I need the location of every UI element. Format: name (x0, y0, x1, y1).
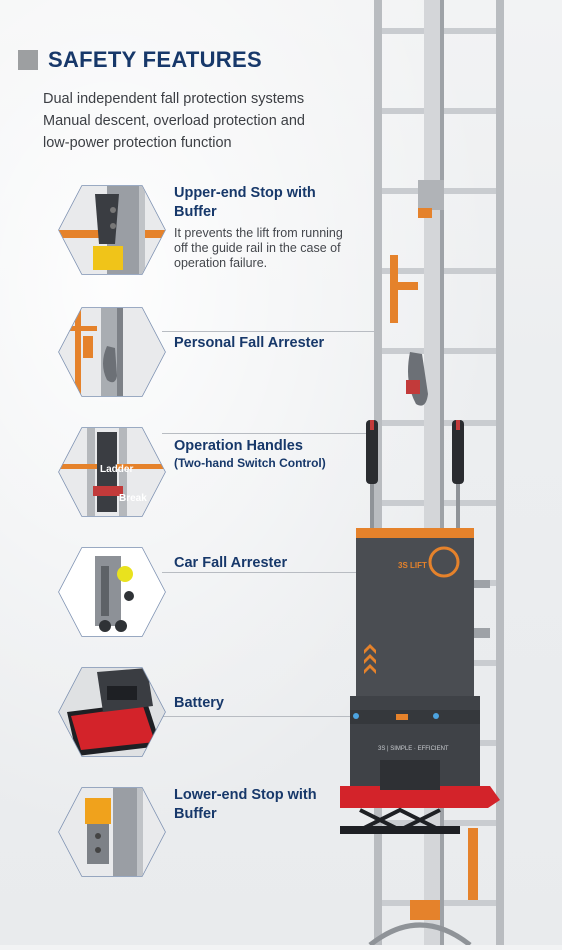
battery-icon (57, 666, 167, 758)
feature-operation-handles: Ladder Break Operation Handles (Two-hand… (57, 426, 407, 518)
car-fall-arrester-icon (57, 546, 167, 638)
intro-line: Manual descent, overload protection and (43, 113, 305, 129)
intro-text: Dual independent fall protection systems… (43, 88, 363, 154)
feature-battery: Battery (57, 666, 407, 758)
lift-machine-illustration: 3S LIFT 3S | SIMPLE · EFFICIENT (340, 0, 562, 947)
machine-plate: 3S | SIMPLE · EFFICIENT (378, 746, 449, 752)
lower-stop-icon (57, 786, 167, 878)
connector-line (162, 716, 357, 717)
feature-lower-stop: Lower-end Stop with Buffer (57, 786, 407, 878)
feature-title: Operation Handles (174, 438, 303, 454)
feature-subtitle: (Two-hand Switch Control) (174, 456, 326, 470)
handle-label-break: Break (119, 493, 147, 504)
feature-car-fall-arrester: Car Fall Arrester (57, 546, 407, 638)
intro-line: Dual independent fall protection systems (43, 91, 305, 107)
feature-title: Upper-end Stop with Buffer (174, 185, 316, 220)
header-square-icon (18, 50, 38, 70)
section-header: SAFETY FEATURES (18, 47, 262, 73)
upper-stop-icon (57, 184, 167, 276)
connector-line (162, 331, 377, 332)
connector-line (162, 433, 377, 434)
personal-fall-arrester-icon (57, 306, 167, 398)
intro-line: low-power protection function (43, 135, 232, 151)
feature-upper-stop: Upper-end Stop with Buffer It prevents t… (57, 184, 407, 276)
feature-title: Battery (174, 695, 224, 711)
machine-brand-mark: 3S LIFT (398, 561, 427, 570)
feature-title: Lower-end Stop with Buffer (174, 787, 317, 822)
page-title: SAFETY FEATURES (48, 47, 262, 72)
feature-title: Personal Fall Arrester (174, 335, 325, 351)
feature-title: Car Fall Arrester (174, 555, 288, 571)
connector-line (162, 572, 362, 573)
operation-handles-icon: Ladder Break (57, 426, 167, 518)
feature-description: It prevents the lift from running off th… (174, 226, 343, 270)
feature-personal-fall-arrester: Personal Fall Arrester (57, 306, 407, 398)
handle-label-ladder: Ladder (100, 464, 134, 475)
